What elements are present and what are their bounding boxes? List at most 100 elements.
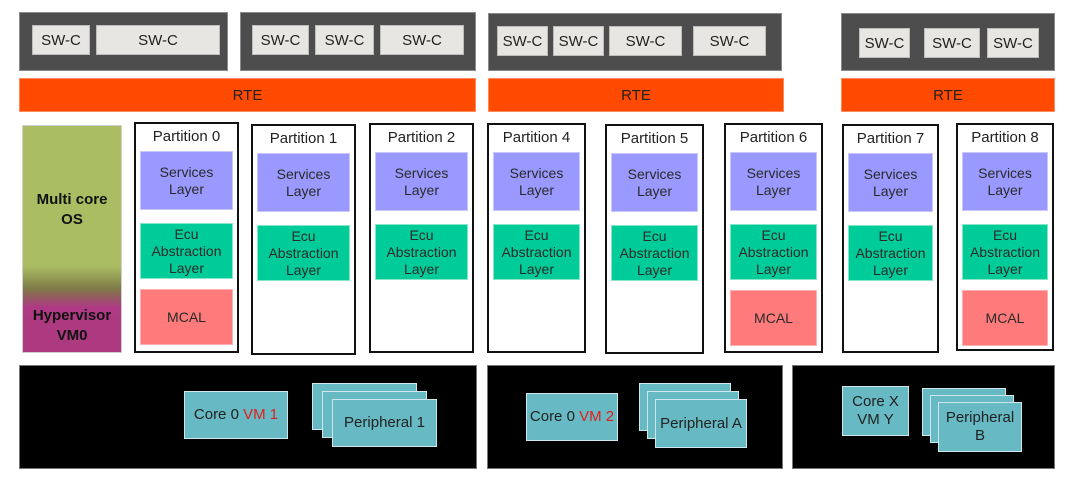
services-layer: Services Layer (375, 152, 468, 211)
peripheral-1-box: Peripheral 1 (332, 399, 437, 447)
ecu-line3: Layer (987, 260, 1023, 277)
multicore-os-line1: Multi core (36, 191, 108, 208)
vm-label: VM 1 (243, 406, 279, 423)
partition-5: Partition 5 Services Layer Ecu Abstracti… (605, 124, 704, 354)
ecu-abstraction-layer: Ecu Abstraction Layer (140, 223, 233, 279)
partition-7: Partition 7 Services Layer Ecu Abstracti… (842, 124, 939, 353)
core-x-box: Core X VM Y (842, 386, 909, 436)
services-layer: Services Layer (493, 152, 580, 211)
core-box-vm2: Core 0 VM 2 (526, 393, 618, 441)
rte-bar-2: RTE (488, 78, 784, 112)
services-line1: Services (394, 164, 449, 181)
partition-0: Partition 0 Services Layer Ecu Abstracti… (134, 122, 239, 353)
ecu-line2: Abstraction (619, 244, 690, 261)
services-layer: Services Layer (611, 153, 698, 212)
swc-box: SW-C (96, 25, 220, 55)
ecu-line3: Layer (755, 260, 792, 277)
services-line1: Services (746, 164, 801, 181)
swc-box: SW-C (987, 28, 1039, 58)
services-line2: Layer (285, 182, 322, 199)
partition-title: Partition 6 (739, 129, 808, 146)
swc-group-4: SW-C SW-C SW-C (841, 13, 1055, 71)
core-label: Core 0 (193, 406, 244, 423)
services-layer: Services Layer (730, 152, 817, 211)
peripheral-b-line2: B (974, 427, 985, 444)
core-label: Core 0 (529, 408, 580, 425)
rte-bar-3: RTE (841, 78, 1055, 112)
ecu-line2: Abstraction (151, 242, 222, 259)
ecu-line1: Ecu (642, 227, 667, 244)
core-box-vm1: Core 0 VM 1 (184, 391, 288, 439)
swc-box: SW-C (32, 25, 90, 55)
multicore-os-label: Multi core OS (23, 190, 121, 230)
services-line2: Layer (403, 181, 440, 198)
core-x-line1: Core X (852, 393, 899, 410)
ecu-line3: Layer (168, 259, 205, 276)
swc-box: SW-C (315, 25, 374, 55)
services-line1: Services (276, 165, 331, 182)
ecu-line3: Layer (285, 261, 322, 278)
ecu-line3: Layer (636, 261, 673, 278)
swc-box: SW-C (609, 26, 682, 56)
multicore-os-line2: OS (61, 211, 83, 228)
services-line1: Services (159, 163, 214, 180)
mcal-layer: MCAL (962, 290, 1048, 346)
ecu-abstraction-layer: Ecu Abstraction Layer (730, 224, 817, 280)
ecu-line1: Ecu (524, 226, 549, 243)
services-layer: Services Layer (257, 153, 350, 212)
hardware-block-2: Core 0 VM 2 Peripheral A (487, 365, 783, 469)
partition-title: Partition 8 (971, 129, 1039, 146)
ecu-line3: Layer (403, 260, 440, 277)
partition-title: Partition 1 (269, 130, 338, 147)
ecu-line1: Ecu (174, 225, 199, 242)
rte-bar-1: RTE (19, 78, 476, 112)
hypervisor-label: Hypervisor VM0 (23, 306, 121, 346)
partition-2: Partition 2 Services Layer Ecu Abstracti… (369, 123, 474, 353)
multicore-os-hypervisor-bar: Multi core OS Hypervisor VM0 (22, 125, 122, 353)
swc-box: SW-C (553, 26, 604, 56)
services-line1: Services (863, 165, 918, 182)
services-line1: Services (509, 164, 564, 181)
services-line1: Services (627, 165, 682, 182)
swc-box: SW-C (380, 25, 464, 55)
ecu-line1: Ecu (291, 227, 316, 244)
ecu-line1: Ecu (761, 226, 786, 243)
services-layer: Services Layer (848, 153, 933, 212)
ecu-line2: Abstraction (268, 244, 339, 261)
partition-title: Partition 0 (152, 128, 221, 145)
hardware-block-1: Core 0 VM 1 Peripheral 1 (19, 365, 477, 469)
services-line2: Layer (872, 182, 909, 199)
partition-8: Partition 8 Services Layer Ecu Abstracti… (956, 123, 1054, 351)
ecu-abstraction-layer: Ecu Abstraction Layer (257, 225, 350, 281)
services-line2: Layer (755, 181, 792, 198)
ecu-line2: Abstraction (738, 243, 809, 260)
partition-4: Partition 4 Services Layer Ecu Abstracti… (487, 123, 586, 353)
hardware-block-3: Core X VM Y Peripheral B (792, 365, 1055, 469)
services-line2: Layer (987, 181, 1023, 198)
swc-box: SW-C (924, 28, 980, 58)
ecu-line2: Abstraction (855, 244, 926, 261)
mcal-layer: MCAL (140, 289, 233, 345)
services-layer: Services Layer (962, 152, 1048, 211)
peripheral-b-line1: Peripheral (945, 409, 1015, 426)
ecu-line3: Layer (872, 261, 909, 278)
partition-title: Partition 7 (856, 130, 925, 147)
swc-group-3: SW-C SW-C SW-C SW-C (488, 13, 782, 71)
ecu-line2: Abstraction (386, 243, 457, 260)
hypervisor-line1: Hypervisor (32, 307, 112, 324)
swc-box: SW-C (497, 26, 548, 56)
services-line2: Layer (168, 180, 205, 197)
partition-title: Partition 2 (387, 129, 456, 146)
ecu-line3: Layer (518, 260, 555, 277)
partition-1: Partition 1 Services Layer Ecu Abstracti… (251, 124, 356, 355)
swc-box: SW-C (252, 25, 309, 55)
services-line2: Layer (518, 181, 555, 198)
ecu-line2: Abstraction (501, 243, 572, 260)
ecu-abstraction-layer: Ecu Abstraction Layer (375, 224, 468, 280)
core-x-line2: VM Y (857, 411, 894, 428)
vm-label: VM 2 (579, 408, 615, 425)
peripheral-a-box: Peripheral A (655, 399, 747, 448)
partition-title: Partition 4 (502, 129, 571, 146)
ecu-abstraction-layer: Ecu Abstraction Layer (848, 225, 933, 281)
swc-box: SW-C (859, 28, 910, 58)
